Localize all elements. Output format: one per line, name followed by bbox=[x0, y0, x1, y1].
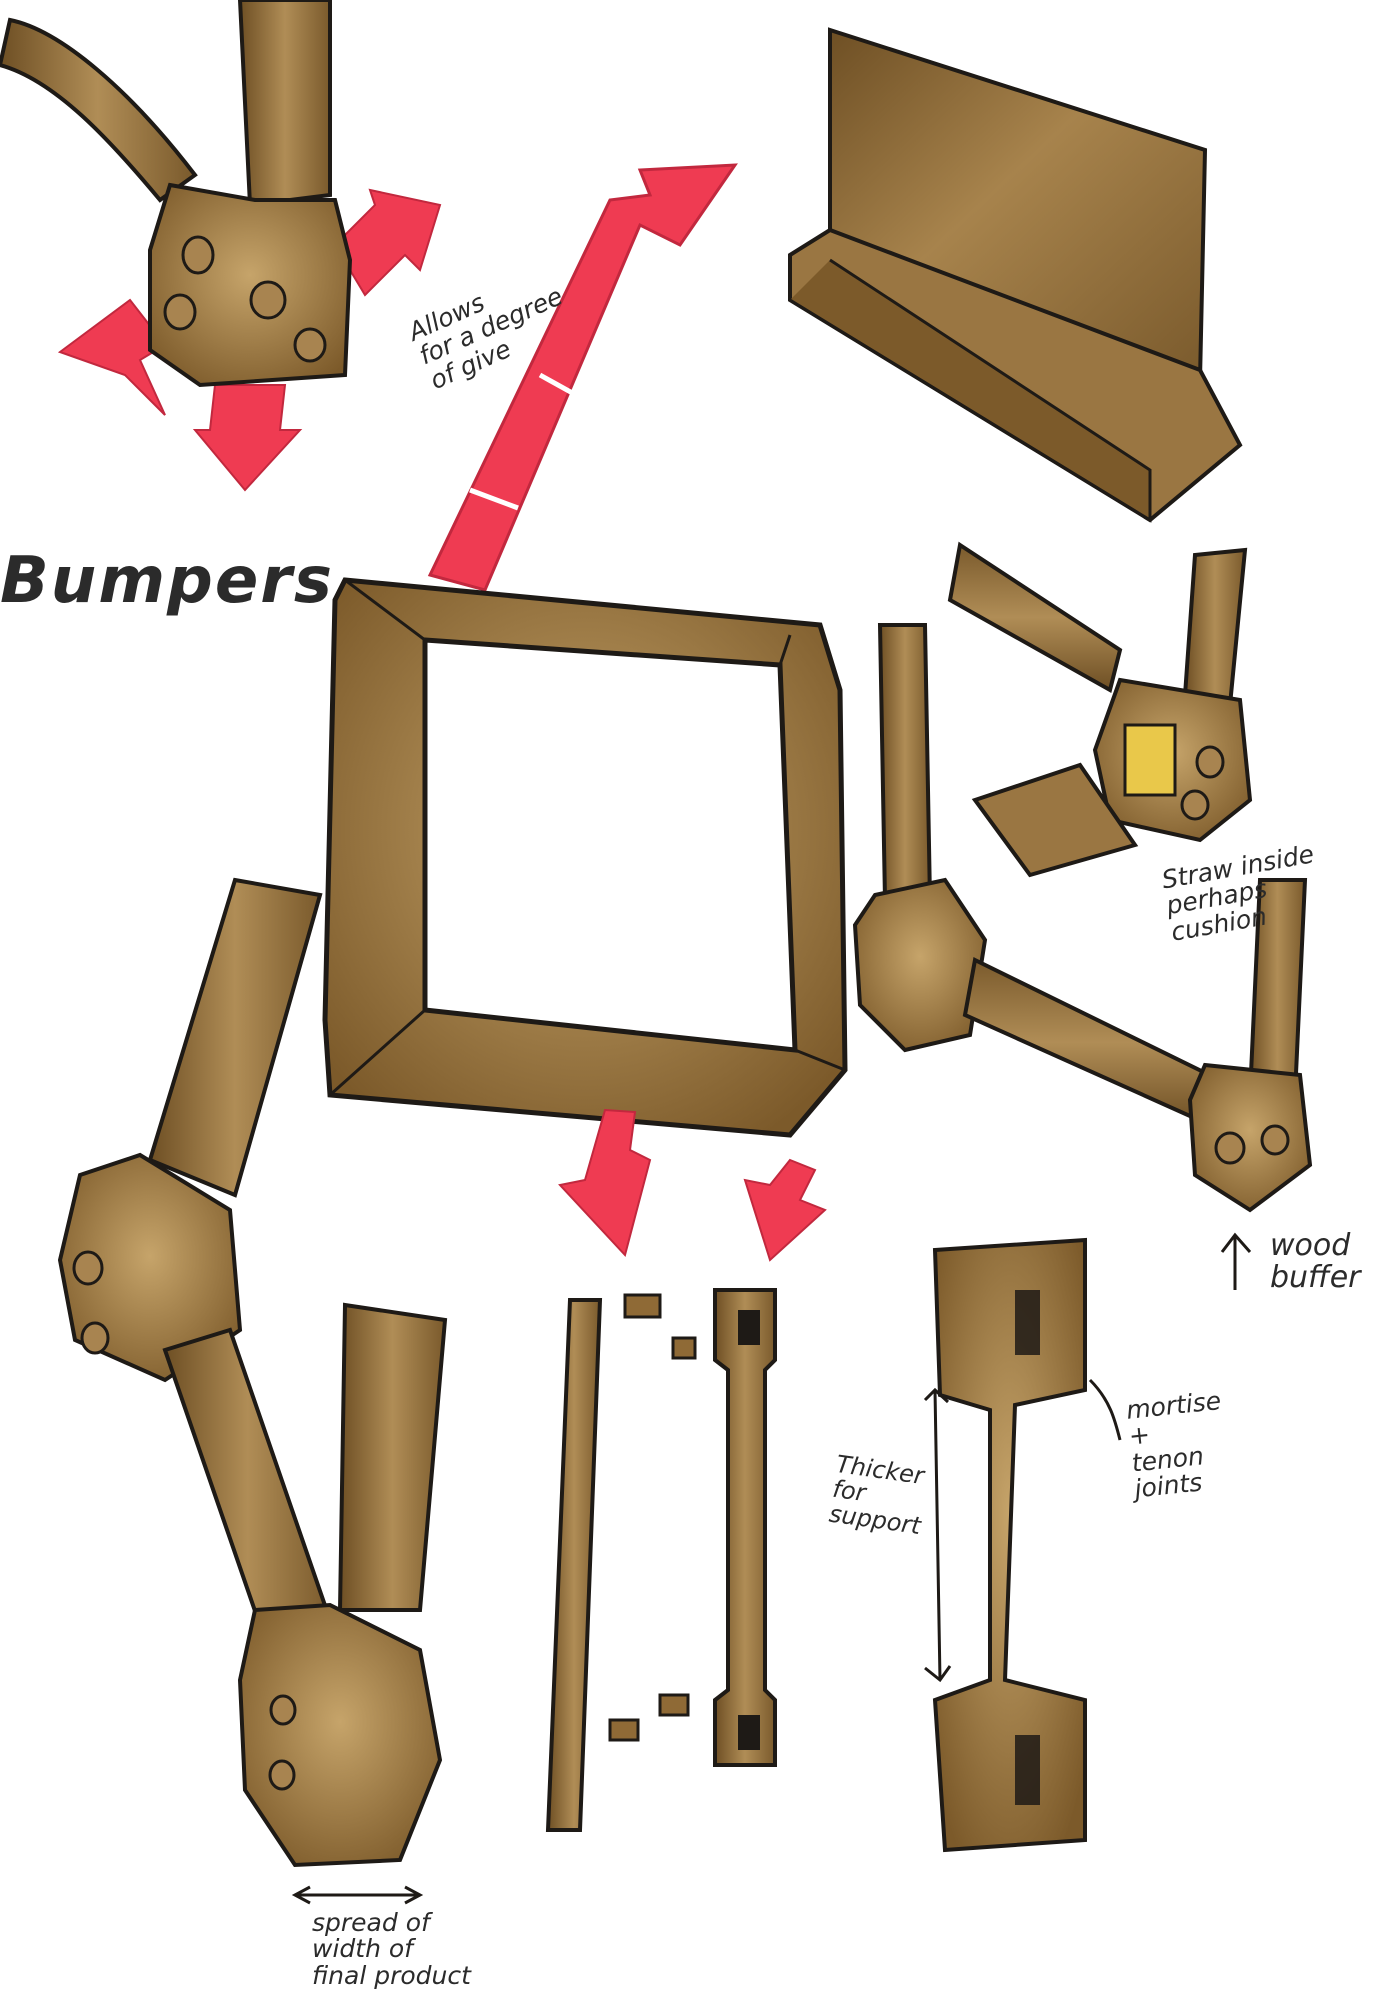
note-line: buffer bbox=[1270, 1259, 1361, 1295]
top-left-joint bbox=[0, 0, 442, 492]
exploded-planks bbox=[545, 1288, 777, 1832]
square-frame bbox=[322, 577, 848, 1138]
force-arrow-icon bbox=[57, 188, 442, 492]
note-wood-buffer: wood buffer bbox=[1270, 1230, 1361, 1293]
page-title: Bumpers bbox=[0, 544, 334, 618]
bolt-icon bbox=[163, 235, 327, 363]
wood-buffer-corner bbox=[852, 623, 1313, 1290]
note-line: spread of bbox=[312, 1908, 430, 1937]
note-spread: spread of width of final product bbox=[312, 1908, 471, 1990]
note-line: wood bbox=[1270, 1228, 1351, 1263]
force-arrow-icon bbox=[558, 1108, 827, 1262]
mortise-tenon-piece bbox=[923, 1237, 1122, 1853]
straw-joint bbox=[947, 541, 1253, 878]
bumper-panel bbox=[788, 27, 1243, 523]
bottom-left-assembly bbox=[57, 877, 448, 1905]
force-arrow-icon bbox=[427, 163, 738, 592]
note-line: width of bbox=[312, 1934, 413, 1964]
note-thicker: Thicker for support bbox=[827, 1450, 929, 1540]
note-line: final product bbox=[312, 1960, 471, 1990]
note-mortise: mortise + tenon joints bbox=[1125, 1386, 1231, 1503]
